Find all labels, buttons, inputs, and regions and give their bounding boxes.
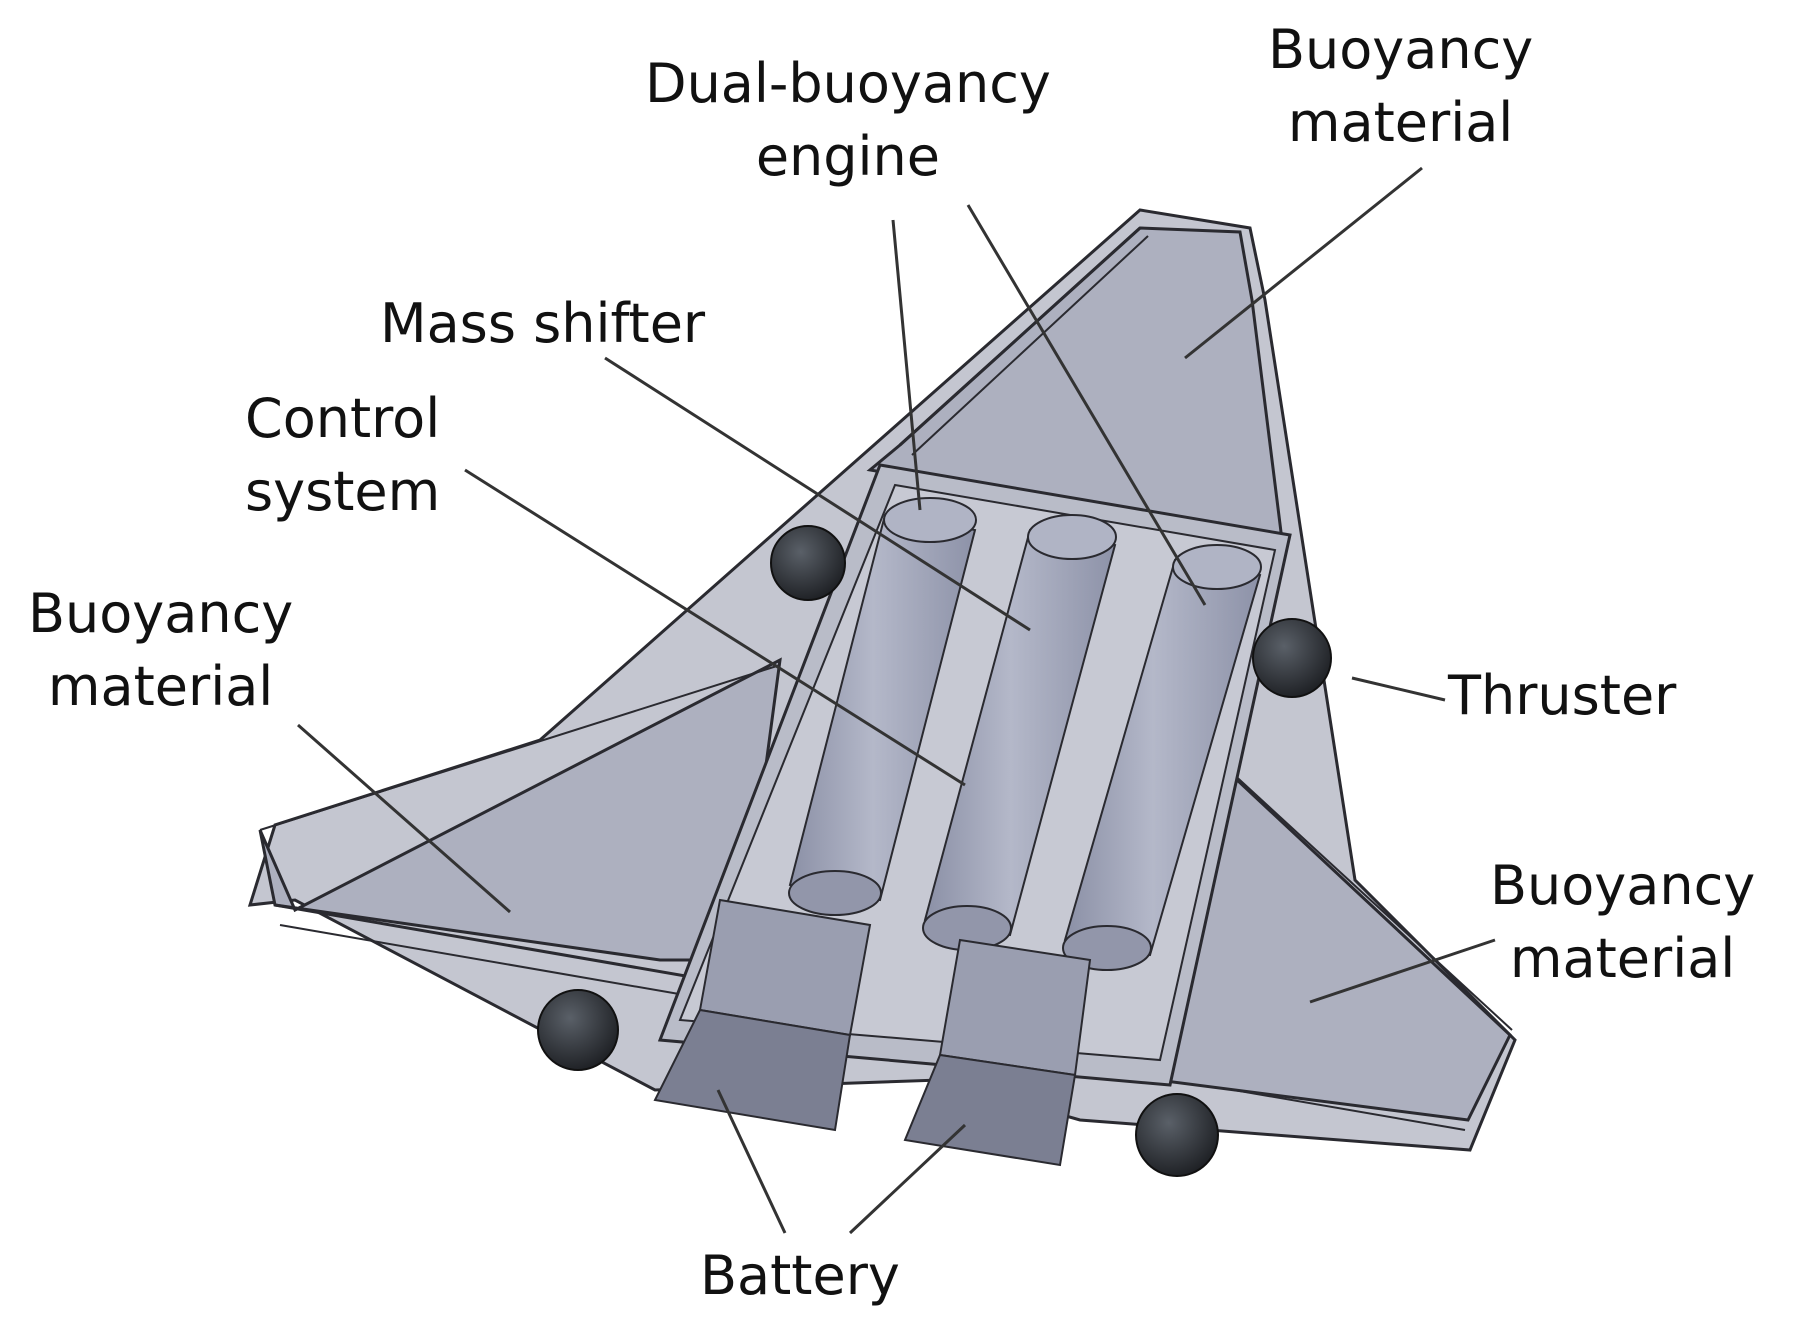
label-buoyancy-material-left-line2: material [47,654,274,718]
thruster-bottom-right [1135,1093,1219,1177]
label-mass-shifter-text: Mass shifter [380,292,706,355]
label-buoyancy-material-left-line1: Buoyancy [28,582,294,645]
label-mass-shifter: Mass shifter [380,288,705,361]
thruster-bottom-left [537,989,619,1071]
leader-buoyancy-left [297,723,511,914]
label-battery-text: Battery [700,1244,900,1307]
leader-mass-shifter [604,356,1031,632]
label-buoyancy-material-left: Buoyancy material [28,578,293,724]
leader-battery-b [848,1123,967,1235]
battery-right [903,938,1092,1167]
leader-control-system [464,468,966,787]
label-control-system-line1: Control [245,387,441,450]
label-dual-buoyancy-engine: Dual-buoyancy engine [645,48,1051,194]
leader-thruster [1351,676,1446,702]
label-buoyancy-material-right-line2: material [1509,926,1736,990]
cylinder-left [788,497,977,916]
label-control-system-line2: system [245,459,441,523]
label-buoyancy-material-right: Buoyancy material [1490,850,1755,996]
battery-left [653,898,872,1132]
leader-battery-a [716,1089,787,1234]
leader-buoyancy-right [1309,938,1496,1004]
label-dual-buoyancy-engine-line2: engine [755,124,941,188]
cylinder-middle [922,514,1117,951]
leader-buoyancy-top [1184,166,1423,360]
label-control-system: Control system [245,383,440,529]
thruster-top-left [770,525,846,601]
label-buoyancy-material-top-line2: material [1287,90,1514,154]
label-buoyancy-material-top: Buoyancy material [1268,14,1533,160]
label-dual-buoyancy-engine-line1: Dual-buoyancy [645,52,1051,115]
leader-dual-engine-a [891,219,922,511]
leader-dual-engine-b [966,204,1207,606]
label-thruster: Thruster [1448,660,1676,733]
label-buoyancy-material-top-line1: Buoyancy [1268,18,1534,81]
label-buoyancy-material-right-line1: Buoyancy [1490,854,1756,917]
leader-lines [297,166,1496,1235]
thruster-right [1252,618,1332,698]
label-battery: Battery [700,1240,900,1313]
label-thruster-text: Thruster [1448,664,1677,727]
